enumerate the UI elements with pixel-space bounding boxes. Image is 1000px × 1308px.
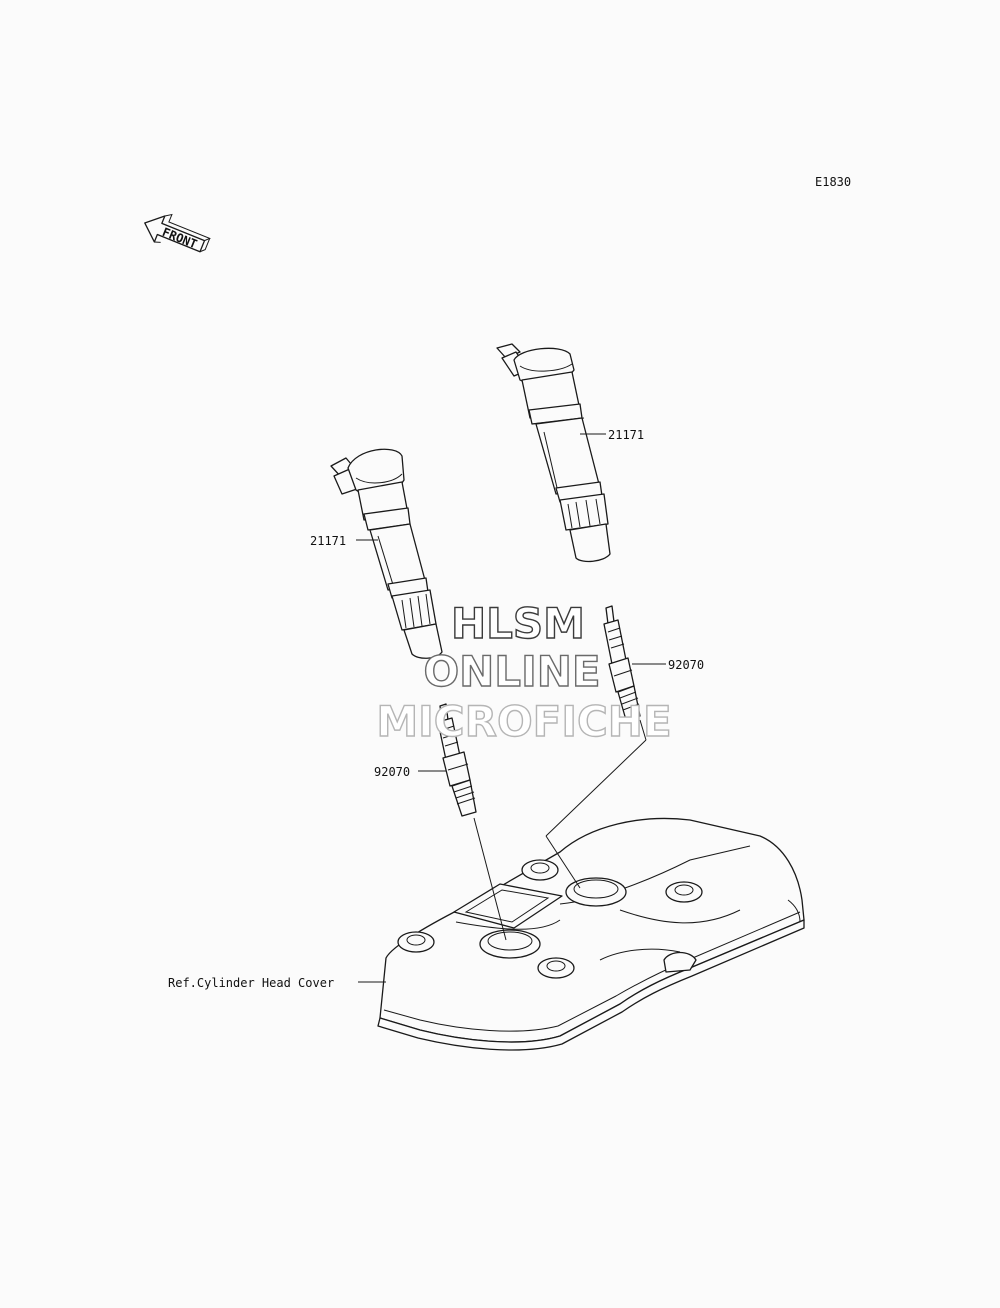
watermark-line-2: ONLINE [423,647,600,696]
part-number-coil-left: 21171 [310,534,346,548]
ignition-coil-right[interactable] [496,343,611,563]
cylinder-head-cover[interactable] [377,817,805,1051]
leader-lines [356,433,666,983]
part-number-plug-left: 92070 [374,765,410,779]
front-label: FRONT [160,225,199,252]
part-number-coil-right: 21171 [608,428,644,442]
diagram-code: E1830 [815,175,851,189]
watermark-line-1: HLSM [451,599,585,648]
ignition-coil-left[interactable] [330,448,443,659]
part-number-plug-right: 92070 [668,658,704,672]
head-cover-reference: Ref.Cylinder Head Cover [168,976,334,990]
watermark: HLSM ONLINE MICROFICHE [376,598,673,746]
front-arrow-icon: FRONT [144,213,212,253]
watermark-line-3: MICROFICHE [376,697,671,746]
spark-plug-left[interactable] [437,703,477,817]
spark-plug-right[interactable] [603,605,641,721]
